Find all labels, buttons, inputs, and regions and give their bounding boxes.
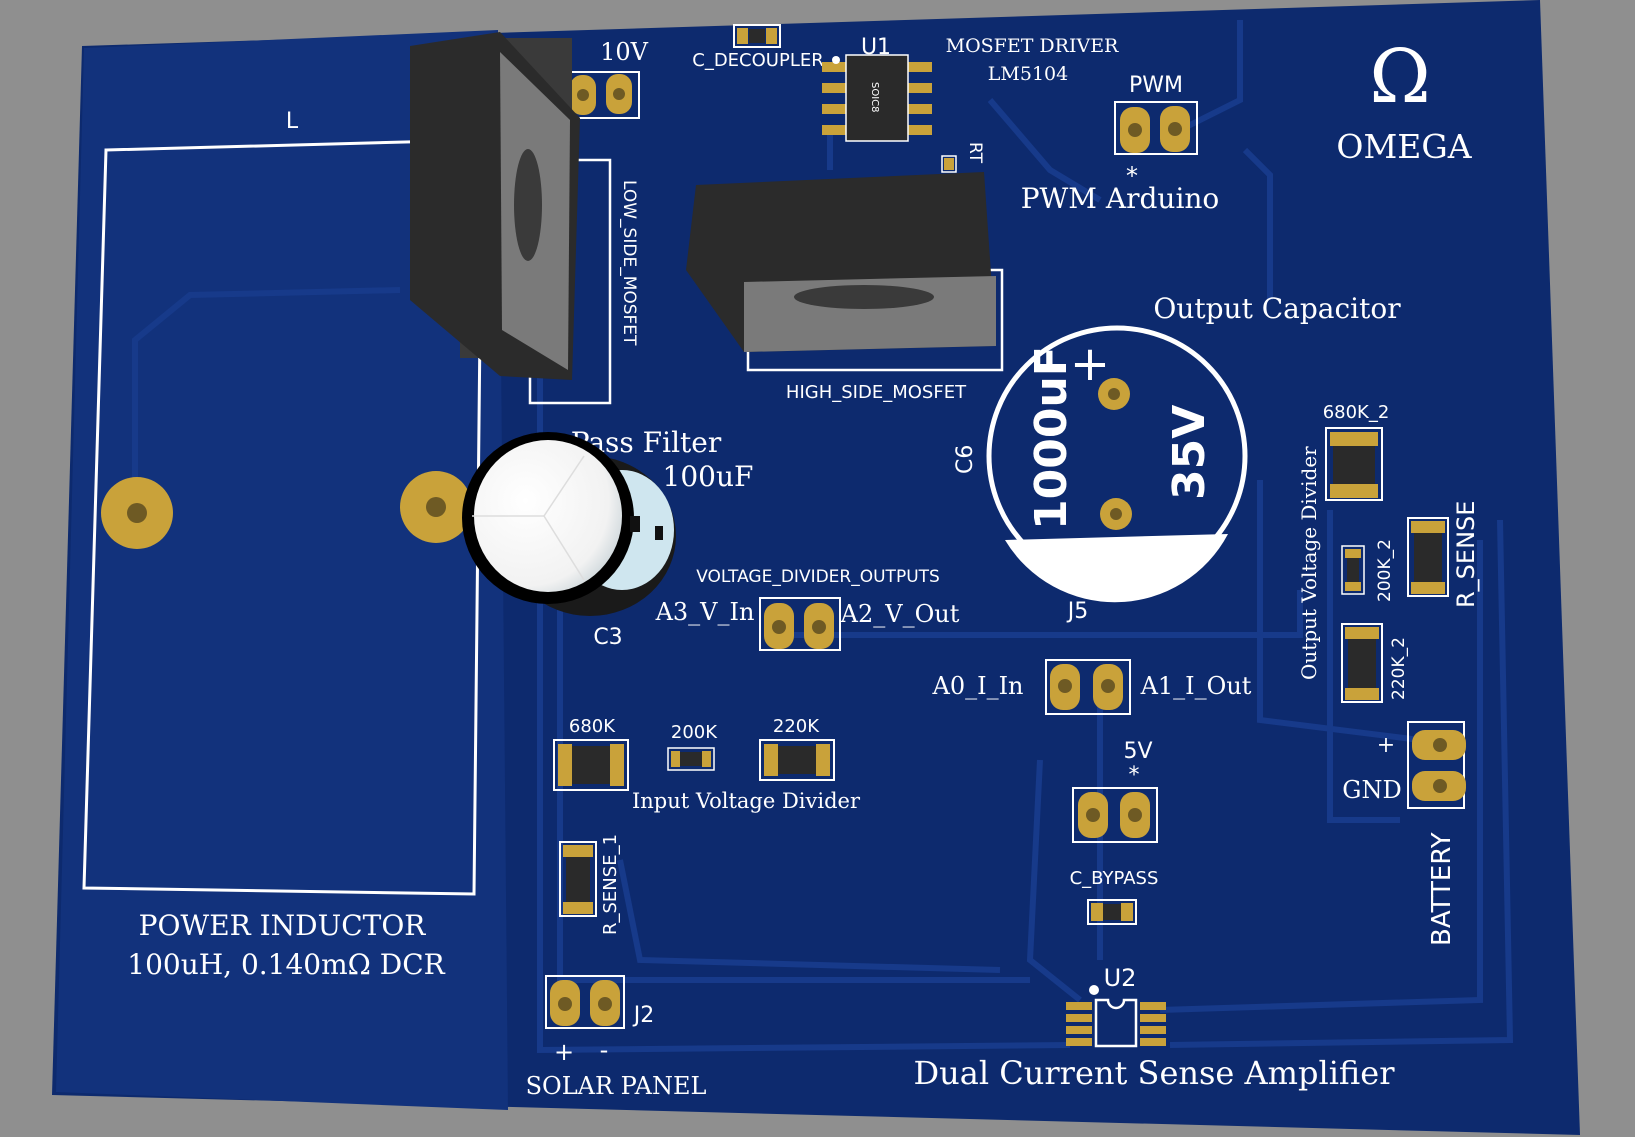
inductor-pad-1 — [101, 477, 173, 549]
omega-logo-text: OMEGA — [1336, 127, 1472, 166]
resistor-680k — [553, 739, 629, 791]
u1-chip — [822, 54, 932, 142]
high-side-mosfet-label: HIGH_SIDE_MOSFET — [786, 382, 967, 403]
header-pwm — [1114, 101, 1198, 155]
resistor-200k — [667, 747, 715, 771]
c6-voltage: 35V — [1164, 405, 1215, 500]
v10-label: 10V — [600, 38, 649, 66]
c3-value: 100uF — [663, 460, 754, 493]
header-j5 — [1045, 659, 1131, 715]
header-battery — [1407, 721, 1466, 809]
inductor-outline — [82, 138, 484, 896]
pwm-label: PWM — [1129, 73, 1183, 98]
output-capacitor-label: Output Capacitor — [1153, 292, 1401, 325]
c-decoupler — [733, 24, 781, 48]
c6-cap-plus: + — [1070, 336, 1110, 392]
c-decoupler-label: C_DECOUPLER — [692, 50, 823, 71]
header-voltage-divider-outputs — [759, 597, 841, 651]
output-voltage-divider-label: Output Voltage Divider — [1297, 446, 1321, 680]
dual-current-sense-label: Dual Current Sense Amplifier — [914, 1054, 1396, 1092]
copper-pour-left — [56, 30, 508, 1110]
inductor-pad-2 — [400, 471, 472, 543]
pwm-arduino-label: PWM Arduino — [1021, 182, 1220, 215]
resistor-680k-2 — [1325, 427, 1383, 501]
r200k-2-label: 200K_2 — [1375, 539, 1395, 602]
c6-value: 1000uF — [1026, 346, 1077, 530]
low-side-mosfet — [410, 32, 612, 405]
solar-panel-label: SOLAR PANEL — [526, 1072, 707, 1100]
r220k-2-label: 220K_2 — [1389, 637, 1409, 700]
r680k-2-label: 680K_2 — [1323, 402, 1390, 423]
capacitor-c3 — [462, 432, 676, 616]
resistor-220k-2 — [1341, 623, 1383, 703]
voltage-divider-outputs-label: VOLTAGE_DIVIDER_OUTPUTS — [696, 567, 940, 587]
resistor-220k — [759, 739, 835, 781]
r220k-label: 220K — [773, 716, 820, 737]
j2-label: J2 — [632, 1003, 655, 1028]
a1-i-out-label: A1_I_Out — [1140, 672, 1252, 700]
low-side-mosfet-label: LOW_SIDE_MOSFET — [619, 180, 639, 346]
u2-chip — [1066, 985, 1166, 1048]
r200k-label: 200K — [671, 722, 718, 743]
j5-label: J5 — [1066, 599, 1089, 624]
inductor-title: POWER INDUCTOR — [139, 909, 427, 942]
inductor-ref: L — [286, 109, 299, 134]
v5-star: * — [1129, 763, 1140, 788]
c3-ref: C3 — [593, 625, 622, 650]
c6-ref: C6 — [953, 445, 978, 474]
input-voltage-divider-label: Input Voltage Divider — [632, 789, 861, 813]
battery-label: BATTERY — [1427, 832, 1457, 946]
c-bypass-label: C_BYPASS — [1070, 868, 1159, 889]
resistor-200k-2 — [1341, 545, 1365, 595]
resistor-r-sense — [1407, 517, 1449, 597]
u1-package: SOIC8 — [869, 82, 880, 113]
omega-logo-symbol: Ω — [1369, 34, 1430, 120]
battery-plus-label: + — [1377, 733, 1395, 758]
a2-v-out-label: A2_V_Out — [840, 600, 960, 628]
a3-v-in-label: A3_V_In — [655, 598, 755, 626]
rt-label: RT — [965, 142, 985, 164]
mosfet-driver-label: MOSFET DRIVER — [946, 35, 1119, 57]
inductor-spec: 100uH, 0.140mΩ DCR — [127, 948, 445, 981]
c-bypass — [1087, 899, 1137, 925]
solar-plus-label: + — [554, 1038, 574, 1066]
r-sense-label: R_SENSE — [1452, 501, 1480, 608]
r-sense-1-label: R_SENSE_1 — [600, 834, 621, 935]
lm5104-label: LM5104 — [988, 63, 1068, 85]
header-5v — [1072, 787, 1158, 843]
r680k-label: 680K — [569, 716, 616, 737]
resistor-r-sense-1 — [559, 841, 597, 917]
a0-i-in-label: A0_I_In — [931, 672, 1023, 700]
v5-label: 5V — [1123, 739, 1152, 764]
rt-resistor — [941, 155, 957, 173]
solar-minus-label: - — [600, 1036, 609, 1064]
output-capacitor-c6 — [986, 325, 1248, 603]
header-j2 — [545, 975, 625, 1029]
u2-label: U2 — [1104, 964, 1137, 992]
gnd-label: GND — [1342, 776, 1401, 804]
pwm-star: * — [1126, 162, 1138, 190]
high-side-mosfet — [686, 172, 1004, 372]
